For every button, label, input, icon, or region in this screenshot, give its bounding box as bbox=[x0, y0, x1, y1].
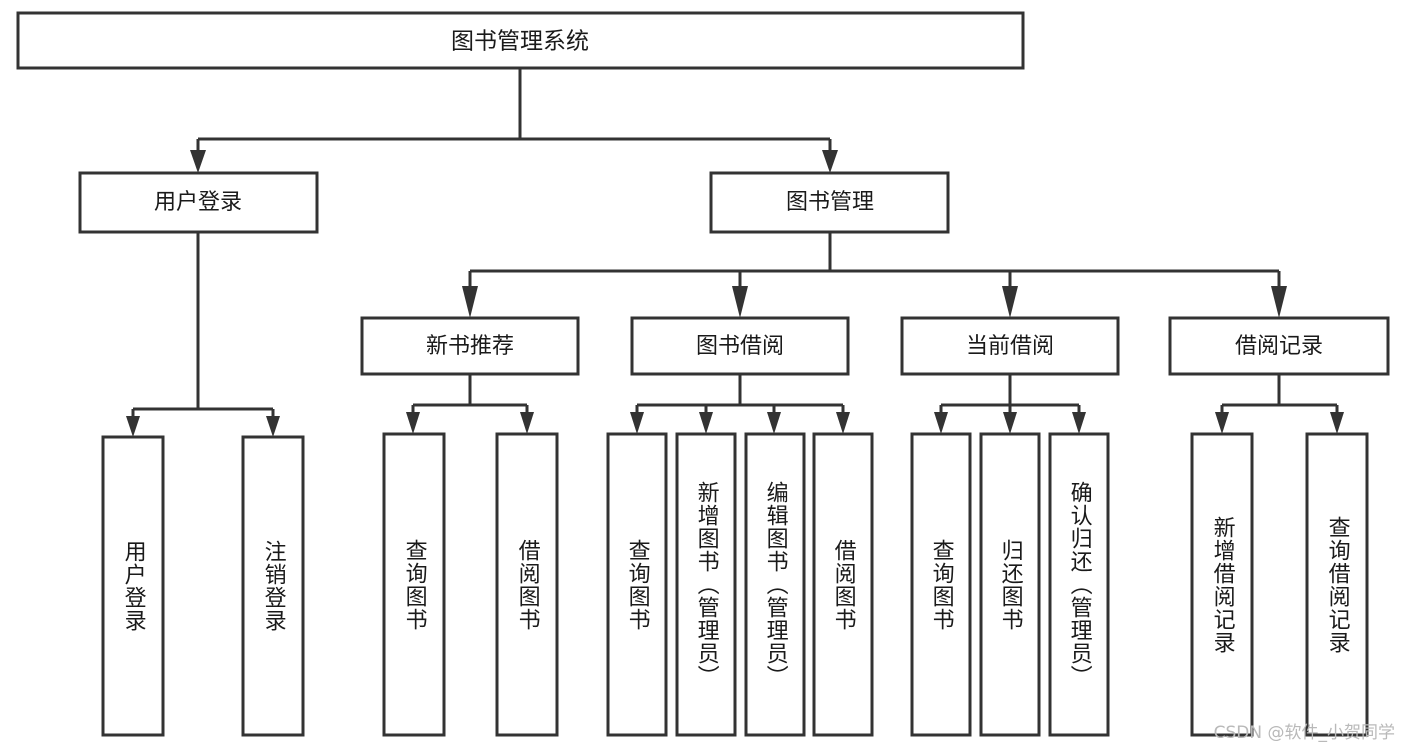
arrow-head-icon bbox=[934, 412, 948, 434]
node-new-book-recommend[interactable]: 新书推荐 bbox=[360, 316, 580, 376]
leaf-book-borrow-4[interactable]: 借阅图书 bbox=[812, 432, 874, 737]
node-current-borrow[interactable]: 当前借阅 bbox=[900, 316, 1120, 376]
node-new-book-recommend-label: 新书推荐 bbox=[426, 334, 514, 359]
arrow-head-icon bbox=[266, 416, 280, 437]
leaf-label: 新增借阅记录 bbox=[1209, 515, 1235, 654]
node-root-label: 图书管理系统 bbox=[451, 29, 589, 55]
leaf-label: 查询图书 bbox=[624, 538, 650, 631]
node-book-management[interactable]: 图书管理 bbox=[709, 171, 950, 234]
node-current-borrow-label: 当前借阅 bbox=[966, 334, 1054, 359]
arrow-head-icon bbox=[732, 286, 748, 318]
connectors-group bbox=[126, 68, 1344, 437]
leaf-new-book-1[interactable]: 查询图书 bbox=[382, 432, 446, 737]
arrow-head-icon bbox=[630, 412, 644, 434]
leaf-book-borrow-2[interactable]: 新增图书（管理员） bbox=[675, 432, 737, 737]
leaf-box[interactable] bbox=[101, 435, 165, 737]
arrow-head-icon bbox=[822, 150, 838, 173]
leaf-label: 确认归还（管理员） bbox=[1066, 481, 1092, 688]
arrow-head-icon bbox=[767, 412, 781, 434]
arrow-head-icon bbox=[406, 412, 420, 434]
arrow-head-icon bbox=[1072, 412, 1086, 434]
leaf-label: 用户登录 bbox=[120, 540, 146, 632]
leaf-box[interactable] bbox=[241, 435, 305, 737]
node-book-borrow[interactable]: 图书借阅 bbox=[630, 316, 850, 376]
leaf-box[interactable] bbox=[1190, 432, 1254, 737]
node-book-borrow-box[interactable] bbox=[630, 316, 850, 376]
leaf-label: 注销登录 bbox=[260, 540, 286, 632]
leaf-box[interactable] bbox=[495, 432, 559, 737]
leaf-box[interactable] bbox=[382, 432, 446, 737]
leaf-user-login-2[interactable]: 注销登录 bbox=[241, 435, 305, 737]
leaf-label: 查询图书 bbox=[401, 538, 427, 631]
leaf-book-borrow-1[interactable]: 查询图书 bbox=[606, 432, 668, 737]
leaf-label: 借阅图书 bbox=[514, 538, 540, 631]
node-user-login-box[interactable] bbox=[78, 171, 319, 234]
arrow-head-icon bbox=[1003, 412, 1017, 434]
leaf-label: 借阅图书 bbox=[830, 538, 856, 631]
node-book-management-label: 图书管理 bbox=[786, 190, 874, 215]
leaf-label: 查询图书 bbox=[928, 538, 954, 631]
leaf-user-login-1[interactable]: 用户登录 bbox=[101, 435, 165, 737]
leaf-box[interactable] bbox=[675, 432, 737, 737]
node-book-borrow-label: 图书借阅 bbox=[696, 334, 784, 359]
node-borrow-record[interactable]: 借阅记录 bbox=[1168, 316, 1390, 376]
leaf-current-borrow-2[interactable]: 归还图书 bbox=[979, 432, 1041, 737]
leaf-box[interactable] bbox=[812, 432, 874, 737]
node-root[interactable]: 图书管理系统 bbox=[16, 11, 1025, 70]
leaf-borrow-record-2[interactable]: 查询借阅记录 bbox=[1305, 432, 1369, 737]
arrow-head-icon bbox=[1002, 286, 1018, 318]
leaf-label: 新增图书（管理员） bbox=[693, 481, 719, 688]
leaf-new-book-2[interactable]: 借阅图书 bbox=[495, 432, 559, 737]
arrow-head-icon bbox=[520, 412, 534, 434]
leaf-book-borrow-3[interactable]: 编辑图书（管理员） bbox=[744, 432, 806, 737]
node-user-login-label: 用户登录 bbox=[154, 190, 242, 215]
arrow-head-icon bbox=[190, 150, 206, 173]
arrow-head-icon bbox=[836, 412, 850, 434]
leaf-current-borrow-3[interactable]: 确认归还（管理员） bbox=[1048, 432, 1110, 737]
leaf-current-borrow-1[interactable]: 查询图书 bbox=[910, 432, 972, 737]
arrow-head-icon bbox=[1271, 286, 1287, 318]
leaf-box[interactable] bbox=[910, 432, 972, 737]
leaf-box[interactable] bbox=[1048, 432, 1110, 737]
node-user-login[interactable]: 用户登录 bbox=[78, 171, 319, 234]
leaf-label: 编辑图书（管理员） bbox=[762, 481, 788, 688]
node-borrow-record-box[interactable] bbox=[1168, 316, 1390, 376]
node-current-borrow-box[interactable] bbox=[900, 316, 1120, 376]
node-root-box[interactable] bbox=[16, 11, 1025, 70]
arrow-head-icon bbox=[462, 286, 478, 318]
leaf-box[interactable] bbox=[1305, 432, 1369, 737]
leaf-box[interactable] bbox=[744, 432, 806, 737]
node-borrow-record-label: 借阅记录 bbox=[1235, 334, 1323, 359]
node-book-management-box[interactable] bbox=[709, 171, 950, 234]
arrow-head-icon bbox=[699, 412, 713, 434]
leaf-borrow-record-1[interactable]: 新增借阅记录 bbox=[1190, 432, 1254, 737]
arrow-head-icon bbox=[1330, 412, 1344, 434]
arrow-head-icon bbox=[1215, 412, 1229, 434]
arrow-head-icon bbox=[126, 416, 140, 437]
leaf-label: 归还图书 bbox=[997, 538, 1023, 631]
leaf-label: 查询借阅记录 bbox=[1324, 515, 1350, 654]
node-new-book-recommend-box[interactable] bbox=[360, 316, 580, 376]
leaf-box[interactable] bbox=[606, 432, 668, 737]
leaf-box[interactable] bbox=[979, 432, 1041, 737]
